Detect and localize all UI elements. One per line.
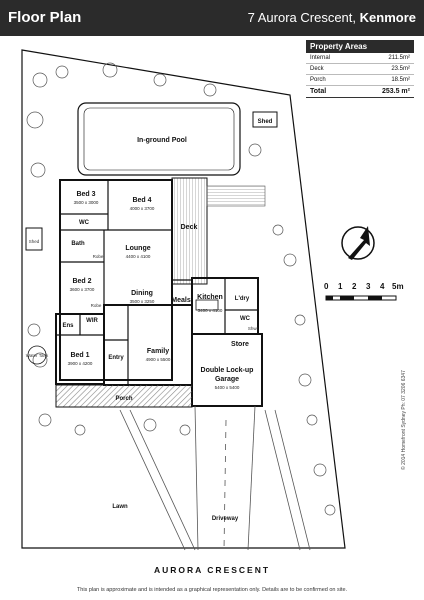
room-ensuite: Ens [62,323,74,329]
room-meals: Meals [171,297,191,304]
room-garage-size: 5400 x 5400 [215,385,240,390]
scale-bar [325,295,397,301]
shed-right-label: Shed [258,119,273,125]
room-bed2-size: 3600 x 3700 [70,287,95,292]
area-row-total: Total 253.5 m² [306,86,414,98]
header-bar: Floor Plan 7 Aurora Crescent, Kenmore [0,0,424,36]
room-bed1: Bed 1 [70,352,89,359]
area-value: 18.5m² [391,77,410,83]
shed-left-label: Shed [29,239,40,244]
room-bed3-size: 3500 x 3000 [74,200,99,205]
room-bed3: Bed 3 [76,191,95,198]
area-value: 23.5m² [391,66,410,72]
lawn-label: Lawn [112,504,128,510]
copyright-note: © 2014 Homefront Sydney Ph: 07 3206 6347 [401,370,407,470]
address-street: 7 Aurora Crescent, [247,10,357,25]
room-shower: Shwr [248,326,259,331]
room-entry: Entry [108,355,124,361]
address-suburb: Kenmore [359,10,416,25]
scale-label-4: 4 [380,282,385,291]
pool [77,102,241,176]
page-title: Floor Plan [8,9,82,26]
area-row-porch: Porch 18.5m² [306,75,414,86]
room-kitchen-size: 3400 x 4100 [198,308,223,313]
room-bed2: Bed 2 [72,278,91,285]
property-areas-heading: Property Areas [306,40,414,53]
room-family: Family [147,348,169,355]
area-value: 211.5m² [388,55,410,61]
area-label: Internal [310,55,331,61]
north-arrow-icon [341,226,375,260]
garden-paths [119,409,311,551]
area-row-deck: Deck 23.5m² [306,64,414,75]
scale-label-1: 1 [338,282,343,291]
deck [171,177,208,285]
pool-label: In-ground Pool [137,137,187,144]
room-wc-top: WC [79,220,90,226]
room-robe-top: Robe [93,254,104,259]
room-store: Store [231,341,249,348]
scale-label-5m: 5m [392,282,404,291]
area-row-internal: Internal 211.5m² [306,53,414,64]
porch [55,384,193,408]
room-lounge: Lounge [125,245,150,252]
area-total-value: 253.5 m² [381,88,410,95]
room-bath: Bath [71,241,85,247]
kitchen-bench [195,299,219,311]
area-total-label: Total [310,88,327,95]
room-robe-mid: Robe [91,303,102,308]
porch-label: Porch [115,396,132,402]
floor-plan-drawing: In-ground Pool Shed Shed Water Tank Deck… [21,49,397,551]
room-wir: WIR [86,318,98,324]
shed-right [252,111,278,128]
room-garage-line2: Garage [215,376,239,383]
shed-left [25,227,43,251]
room-garage-line1: Double Lock-up [201,367,254,374]
room-bed1-size: 3900 x 4200 [68,361,93,366]
room-kitchen: Kitchen [197,294,223,301]
driveway-edges [194,405,256,551]
room-bed4-size: 4000 x 3700 [130,206,155,211]
deck-label: Deck [181,224,198,231]
area-label: Porch [310,77,326,83]
water-tank-label: Water Tank [26,353,49,358]
room-dining: Dining [131,290,153,297]
scale-label-2: 2 [352,282,357,291]
room-laundry: L'dry [235,296,250,302]
scale-label-3: 3 [366,282,371,291]
room-lounge-size: 4400 x 4100 [126,254,151,259]
water-tank [27,345,47,365]
room-wc-right: WC [240,316,251,322]
garden-shrubs [26,62,336,516]
deck-steps [206,185,266,207]
property-address: 7 Aurora Crescent, Kenmore [248,10,416,25]
disclaimer: This plan is approximate and is intended… [76,587,348,593]
room-bed4: Bed 4 [132,197,151,204]
street-name: AURORA CRESCENT [153,565,271,575]
internal-walls [56,180,258,385]
room-family-size: 4900 x 5500 [146,357,171,362]
scale-label-0: 0 [324,282,329,291]
driveway-label: Driveway [212,516,239,522]
property-areas-table: Property Areas Internal 211.5m² Deck 23.… [306,40,414,98]
area-label: Deck [310,66,324,72]
room-dining-size: 3500 x 3250 [130,299,155,304]
property-boundary [21,49,346,549]
